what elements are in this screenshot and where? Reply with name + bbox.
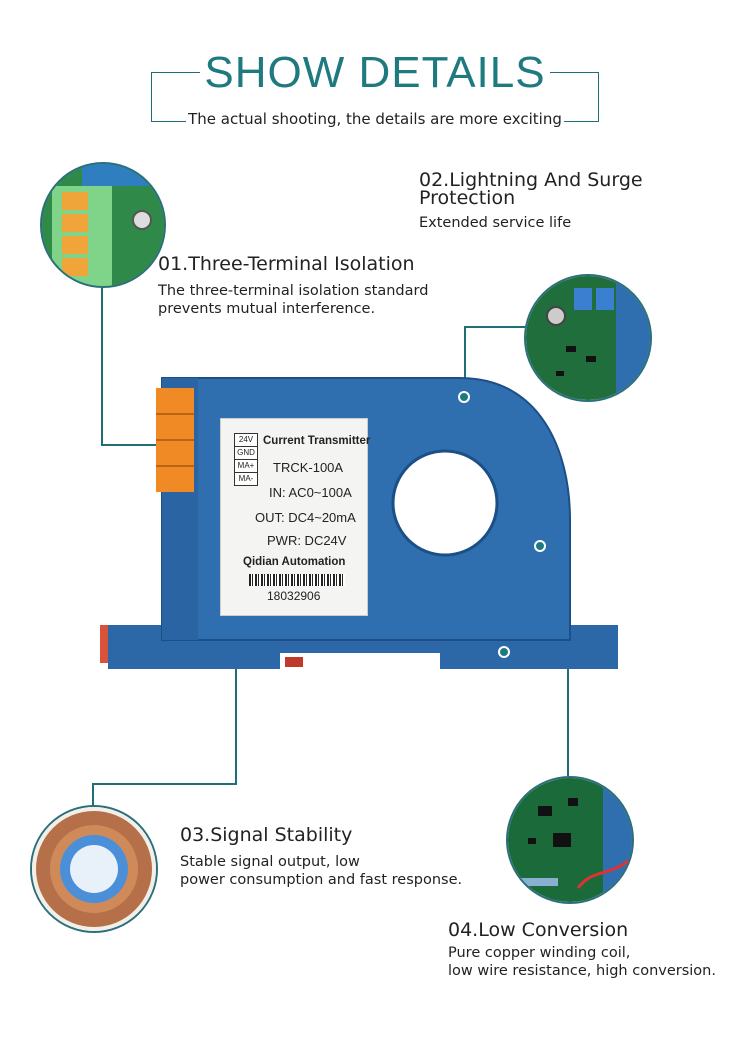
page-title: SHOW DETAILS (0, 48, 750, 98)
terminal-24v: 24V (234, 433, 258, 447)
barcode (249, 574, 345, 586)
connector-line-2-vertical (464, 326, 466, 398)
detail-image-coil (30, 805, 158, 933)
terminal-ma-plus: MA+ (234, 459, 258, 473)
detail-image-pcb (506, 776, 634, 904)
terminal-gnd: GND (234, 446, 258, 460)
connector-line-3-down (92, 783, 94, 807)
feature-4-desc-line1: Pure copper winding coil, (448, 945, 631, 961)
device-input-spec: IN: AC0~100A (269, 485, 352, 500)
feature-3-desc-line2: power consumption and fast response. (180, 872, 463, 888)
feature-2-title-line1: 02.Lightning And Surge (419, 169, 643, 191)
device-label: 24V GND MA+ MA- Current Transmitter TRCK… (220, 418, 371, 616)
device-output-spec: OUT: DC4~20mA (255, 510, 356, 525)
device-brand: Qidian Automation (243, 556, 346, 568)
detail-image-surge-protection (524, 274, 652, 402)
device-name: Current Transmitter (263, 435, 371, 447)
feature-2-desc: Extended service life (419, 215, 572, 231)
feature-2-title-line2: Protection (419, 187, 516, 209)
connector-line-3-horizontal (92, 783, 237, 785)
device-power-spec: PWR: DC24V (267, 533, 347, 548)
connector-line-1-horizontal (101, 444, 165, 446)
terminal-ma-minus: MA- (234, 472, 258, 486)
feature-1-title: 01.Three-Terminal Isolation (158, 253, 415, 275)
page-subtitle: The actual shooting, the details are mor… (186, 110, 564, 128)
connector-line-2-horizontal (464, 326, 526, 328)
device-serial: 18032906 (267, 589, 321, 603)
detail-image-terminals (40, 162, 166, 288)
feature-3-title: 03.Signal Stability (180, 824, 353, 846)
feature-4-title: 04.Low Conversion (448, 919, 629, 941)
feature-4-desc-line2: low wire resistance, high conversion. (448, 963, 716, 979)
feature-1-desc-line2: prevents mutual interference. (158, 301, 376, 317)
feature-3-desc-line1: Stable signal output, low (180, 854, 360, 870)
device-model: TRCK-100A (273, 460, 344, 475)
feature-1-desc-line1: The three-terminal isolation standard (158, 283, 429, 299)
connector-line-1-vertical (101, 285, 103, 445)
connector-line-3-vertical (235, 598, 237, 784)
